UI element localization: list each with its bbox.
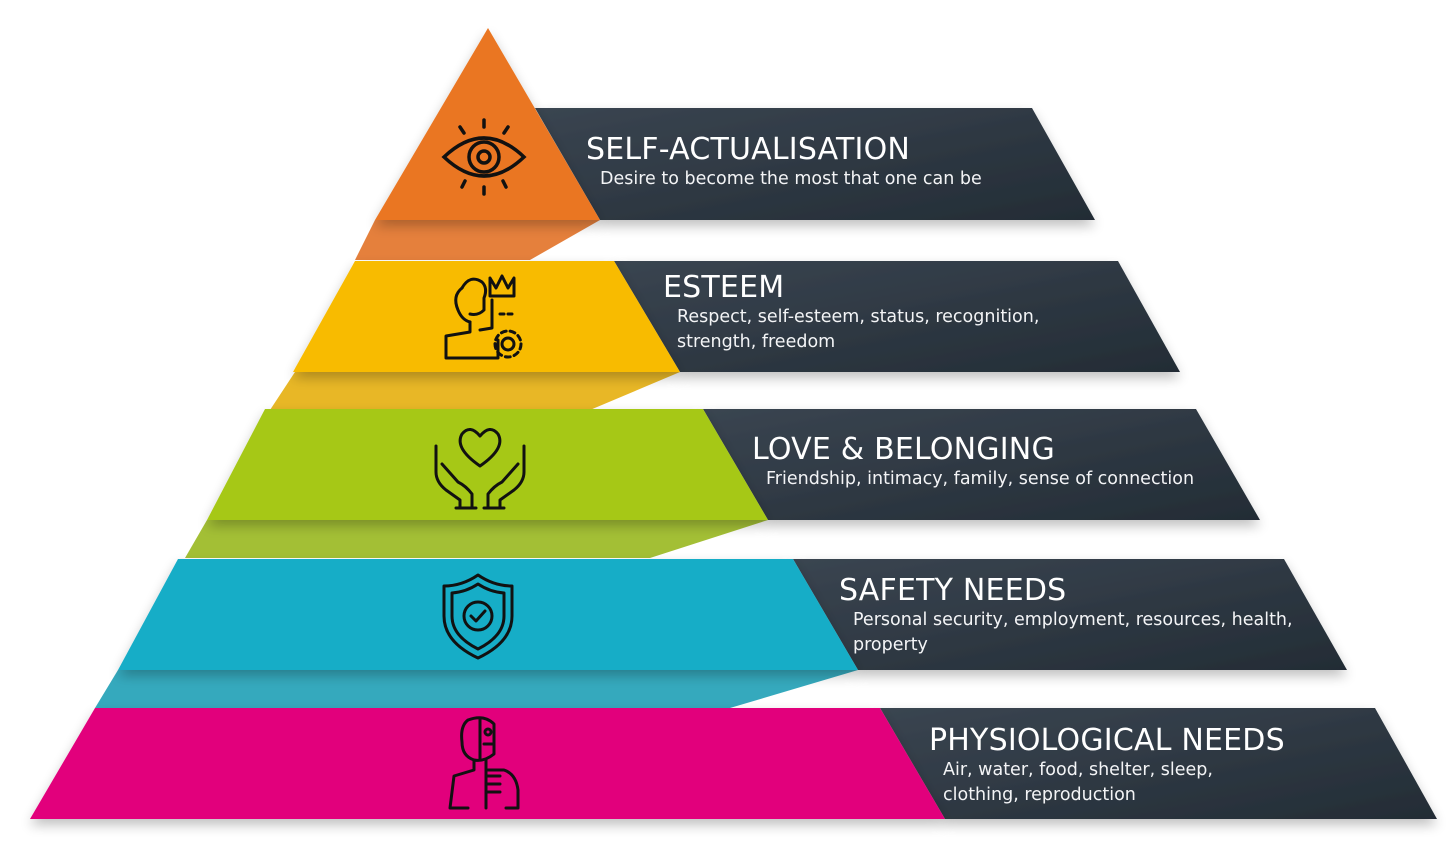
- human-anatomy-icon: [444, 714, 524, 812]
- connector-3: [185, 520, 768, 558]
- band-self-actualisation: [535, 108, 1095, 220]
- tier-title: PHYSIOLOGICAL NEEDS: [929, 723, 1285, 758]
- tier-title: LOVE & BELONGING: [752, 432, 1055, 467]
- tier-safety: [118, 559, 858, 670]
- tier-label-self-actualisation: SELF-ACTUALISATION Desire to become the …: [586, 133, 1040, 192]
- tier-self-actualisation: [375, 28, 600, 220]
- hands-heart-icon: [432, 420, 528, 510]
- band-physiological: [880, 708, 1437, 819]
- tier-title: SELF-ACTUALISATION: [586, 132, 911, 167]
- band-safety: [793, 559, 1347, 670]
- tier-love-belonging: [207, 409, 768, 520]
- tier-description: Respect, self-esteem, status, recognitio…: [677, 307, 1040, 352]
- tier-description: Desire to become the most that one can b…: [600, 169, 982, 189]
- connector-2: [270, 372, 680, 410]
- tier-connectors: [95, 220, 858, 708]
- band-esteem: [614, 261, 1180, 372]
- connector-1: [355, 220, 600, 260]
- tier-description: Air, water, food, shelter, sleep, clothi…: [943, 760, 1213, 805]
- tier-esteem: [293, 261, 680, 372]
- tier-title: SAFETY NEEDS: [839, 573, 1067, 608]
- person-crown-gear-icon: [440, 270, 530, 362]
- eye-icon: [440, 117, 528, 197]
- tier-label-safety: SAFETY NEEDS Personal security, employme…: [839, 574, 1293, 658]
- band-love-belonging: [703, 409, 1260, 520]
- tier-title: ESTEEM: [663, 270, 785, 305]
- tier-description: Friendship, intimacy, family, sense of c…: [766, 469, 1195, 489]
- description-bands: [535, 108, 1437, 819]
- tier-label-esteem: ESTEEM Respect, self-esteem, status, rec…: [663, 271, 1117, 355]
- tier-label-physiological: PHYSIOLOGICAL NEEDS Air, water, food, sh…: [929, 724, 1293, 808]
- tier-label-love-belonging: LOVE & BELONGING Friendship, intimacy, f…: [752, 433, 1246, 492]
- tier-description: Personal security, employment, resources…: [853, 610, 1293, 655]
- shield-check-icon: [440, 572, 516, 660]
- connector-4: [95, 670, 858, 708]
